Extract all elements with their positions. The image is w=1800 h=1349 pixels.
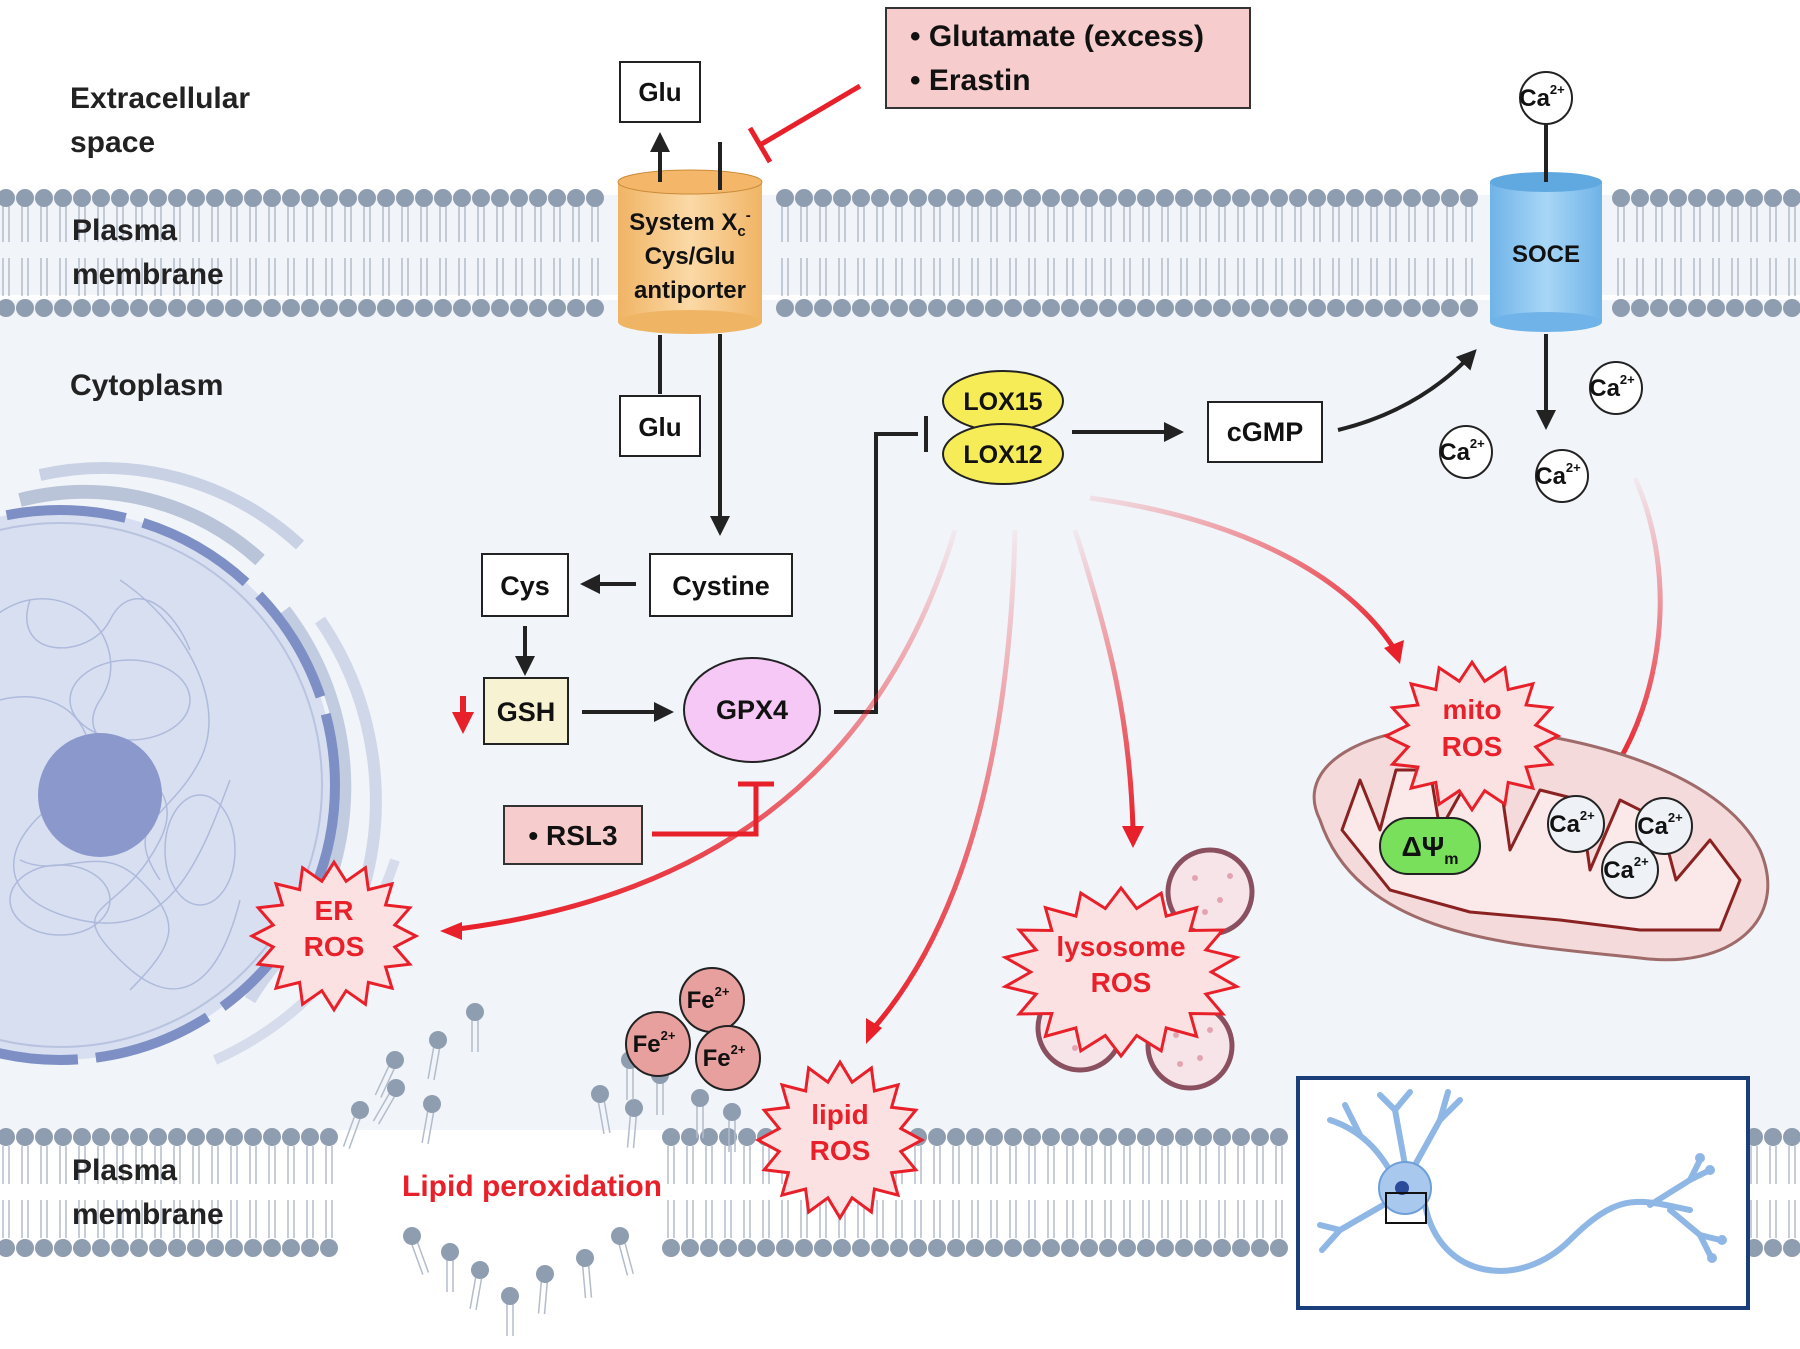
glu-extracellular-box: Glu [619, 61, 701, 123]
ions-layer: Ca2+ Ca2+ Ca2+ Ca2+ Ca2+ Ca2+ Ca2+ Fe2+ Fe2+ Fe2+ [625, 71, 1693, 1091]
svg-text:ΔΨm: ΔΨm [1401, 831, 1458, 868]
extracellular-label-1: Extracellular [70, 82, 250, 115]
glu-intracellular-label: Glu [638, 412, 681, 442]
ca-ion-cytoplasm-2: Ca2+ [1439, 425, 1493, 479]
inducer-erastin: • Erastin [910, 64, 1031, 97]
plasma-membrane-top-label-2: membrane [72, 258, 224, 291]
ca-ion-cytoplasm-1: Ca2+ [1589, 361, 1643, 415]
lipid-ros-burst: lipid ROS [754, 1059, 926, 1221]
ferroptosis-inducer-box: • Glutamate (excess) • Erastin [885, 7, 1251, 109]
mito-ros-label-2: ROS [1442, 731, 1503, 762]
er-ros-burst: ER ROS [248, 859, 420, 1013]
glu-intracellular-box: Glu [619, 395, 701, 457]
plasma-membrane-bottom-label-1: Plasma [72, 1154, 177, 1187]
cys-label: Cys [500, 571, 550, 601]
rsl3-box: • RSL3 [503, 805, 643, 865]
lox-to-mito-ros-arrow [1089, 495, 1398, 652]
cys-box: Cys [481, 553, 569, 617]
svg-text:Fe2+: Fe2+ [633, 1028, 676, 1058]
membrane-potential-sub: m [1444, 851, 1458, 868]
ca-ion-mito-1: Ca2+ [1547, 795, 1605, 853]
plasma-membrane-bottom-label-2: membrane [72, 1198, 224, 1231]
cytoplasm-label: Cytoplasm [70, 369, 223, 402]
cystine-box: Cystine [649, 553, 793, 617]
svg-text:Fe2+: Fe2+ [703, 1042, 746, 1072]
svg-text:System Xc-: System Xc- [629, 207, 750, 240]
soce-label: SOCE [1512, 241, 1580, 268]
er-ros-label-1: ER [315, 895, 354, 926]
fe-ion-2: Fe2+ [625, 1011, 691, 1077]
membrane-potential-symbol: ΔΨ [1401, 831, 1444, 862]
svg-text:Ca2+: Ca2+ [1603, 854, 1649, 884]
plasma-membrane-top-label-1: Plasma [72, 214, 177, 247]
lysosome-ros-burst: lysosome ROS [1001, 885, 1241, 1059]
svg-text:Ca2+: Ca2+ [1549, 808, 1595, 838]
ca-ion-mito-3: Ca2+ [1601, 841, 1659, 899]
bottom-plasma-membrane [0, 1003, 1800, 1336]
svg-text:Fe2+: Fe2+ [687, 984, 730, 1014]
gsh-decrease-arrow [452, 696, 474, 734]
lipid-ros-label-1: lipid [811, 1099, 869, 1130]
lysosome-ros-label-2: ROS [1091, 967, 1152, 998]
nucleus-envelope [0, 505, 340, 1065]
gpx4-inhibits-lox-line [834, 432, 918, 714]
soce-channel: SOCE [1490, 172, 1602, 332]
membrane-potential-badge [1379, 817, 1481, 875]
ca-ion-extracellular: Ca2+ [1519, 71, 1573, 125]
antiporter-label-line3: antiporter [634, 277, 746, 304]
inducer-inhibit-line [758, 83, 862, 148]
svg-text:Ca2+: Ca2+ [1637, 810, 1683, 840]
inducer-inhibit-bar [747, 126, 773, 164]
neuron-zoom-box [1385, 1192, 1427, 1224]
gpx4-node: GPX4 [683, 657, 821, 763]
lox-to-lipid-ros-arrow [870, 529, 1018, 1032]
cgmp-to-soce-arrow [1337, 349, 1477, 432]
region-labels: Extracellular space Plasma membrane Cyto… [70, 82, 250, 1231]
er-ros-label-2: ROS [304, 931, 365, 962]
fe-ion-1: Fe2+ [679, 967, 745, 1033]
cystine-label: Cystine [672, 571, 770, 601]
svg-text:Ca2+: Ca2+ [1439, 436, 1485, 466]
glu-extracellular-label: Glu [638, 77, 681, 107]
cgmp-label: cGMP [1227, 417, 1304, 447]
rsl3-label: • RSL3 [528, 820, 617, 851]
antiporter-label-main: System X [629, 209, 737, 236]
mito-ros-label-1: mito [1442, 694, 1501, 725]
lipid-ros-label-2: ROS [810, 1135, 871, 1166]
lox15-label: LOX15 [963, 388, 1042, 416]
lipid-peroxidation-label: Lipid peroxidation [402, 1170, 662, 1203]
svg-text:Ca2+: Ca2+ [1535, 460, 1581, 490]
fe-ion-3: Fe2+ [695, 1025, 761, 1091]
ca-ion-cytoplasm-3: Ca2+ [1535, 449, 1589, 503]
system-xc-antiporter: System Xc- Cys/Glu antiporter [617, 169, 763, 334]
rsl3-inhibit-line [652, 784, 759, 837]
antiporter-label-line2: Cys/Glu [645, 243, 736, 270]
lox12-node [942, 423, 1064, 485]
nucleus-er [0, 462, 400, 1065]
cgmp-box: cGMP [1207, 401, 1323, 463]
lox-complex: LOX15 LOX12 [942, 370, 1064, 485]
lox-to-lysosome-ros-arrow [1072, 529, 1136, 831]
antiporter-label-sub: c [737, 223, 745, 240]
lox-ros-arrows [440, 476, 1663, 1044]
lysosome-ros-label-1: lysosome [1056, 931, 1185, 962]
lox-to-er-ros-arrow [449, 529, 958, 933]
extracellular-label-2: space [70, 126, 155, 159]
svg-text:Ca2+: Ca2+ [1519, 82, 1565, 112]
gsh-box: GSH [483, 677, 569, 745]
gpx4-label: GPX4 [716, 695, 788, 725]
inducer-glutamate: • Glutamate (excess) [910, 20, 1204, 53]
antiporter-label-sup: - [746, 207, 751, 224]
ca-ion-mito-2: Ca2+ [1635, 797, 1693, 855]
ca-to-mito-arrow [1609, 476, 1663, 774]
lox12-label: LOX12 [963, 441, 1042, 469]
neuron-inset [1296, 1076, 1750, 1310]
nucleolus [38, 733, 162, 857]
svg-text:Ca2+: Ca2+ [1589, 372, 1635, 402]
mito-ros-burst: mito ROS [1382, 659, 1562, 813]
gsh-label: GSH [497, 697, 556, 727]
